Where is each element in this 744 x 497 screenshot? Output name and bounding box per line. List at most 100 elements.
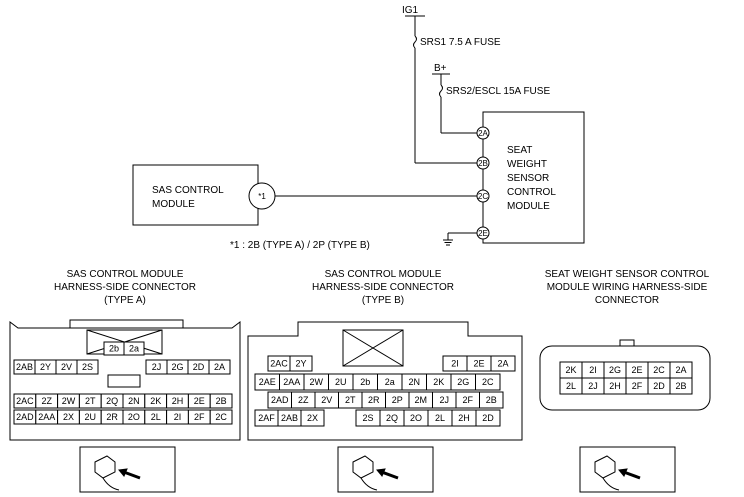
sas-terminal-label: *1	[258, 192, 266, 201]
conn-a-pin-label: 2S	[82, 362, 93, 372]
footnote: *1 : 2B (TYPE A) / 2P (TYPE B)	[230, 240, 370, 251]
conn-b-pin-label: 2C	[482, 377, 494, 387]
conn-b-pin-label: 2Y	[295, 359, 306, 369]
conn-b-pin-label: 2F	[462, 395, 473, 405]
fuse2-label: SRS2/ESCL 15A FUSE	[446, 86, 550, 97]
conn-a-pin-label: 2O	[128, 412, 140, 422]
conn-a-pin-label: 2I	[174, 412, 182, 422]
conn-a-pin-label: 2B	[216, 396, 227, 406]
conn-b-pin-cell	[289, 355, 313, 372]
sas-module-box	[132, 164, 259, 226]
conn-b-caption-3: (TYPE B)	[362, 295, 404, 306]
conn-c-pin-label: 2D	[653, 381, 665, 391]
seat-module-box	[482, 111, 585, 244]
sas-terminal-circle	[248, 182, 276, 210]
conn-a-pin-label: 2A	[214, 362, 225, 372]
conn-b-pin-label: 2L	[435, 413, 445, 423]
seat-module-label-2: WEIGHT	[507, 159, 547, 170]
conn-a-pin-label: 2W	[62, 396, 76, 406]
conn-a-pin-label: 2G	[171, 362, 183, 372]
conn-c-pin-cell	[669, 377, 693, 395]
conn-a-pin-label: 2F	[194, 412, 205, 422]
conn-a-pin-cell	[209, 409, 233, 425]
view-icon-a	[79, 446, 176, 493]
terminal-2b-label: 2B	[478, 159, 488, 168]
conn-a-pin-label: 2a	[129, 344, 139, 354]
conn-b-pin-label: 2K	[433, 377, 444, 387]
conn-a-pin-label: 2D	[193, 362, 205, 372]
conn-c-pin-label: 2I	[589, 365, 597, 375]
terminal-2a-label: 2A	[478, 129, 488, 138]
conn-a-pin-label: 2N	[128, 396, 140, 406]
conn-c-pin-label: 2H	[609, 381, 621, 391]
conn-c-pin-label: 2K	[565, 365, 576, 375]
conn-a-pin-label: 2AB	[16, 362, 33, 372]
conn-a-pin-label: 2X	[63, 412, 74, 422]
sas-module-label-2: MODULE	[152, 199, 195, 210]
conn-b-pin-label: 2G	[457, 377, 469, 387]
conn-b-pin-label: 2O	[410, 413, 422, 423]
conn-b-pin-label: 2Z	[298, 395, 309, 405]
conn-a-pin-label: 2Q	[106, 396, 118, 406]
conn-a-pin-label: 2AD	[16, 412, 34, 422]
conn-b-pin-cell	[300, 409, 325, 427]
conn-a-pin-label: 2T	[85, 396, 96, 406]
conn-b-pin-label: 2Q	[386, 413, 398, 423]
conn-b-shell	[247, 321, 523, 441]
conn-a-pin-label: 2AA	[38, 412, 55, 422]
conn-b-pin-label: 2S	[362, 413, 373, 423]
conn-b-pin-label: 2B	[486, 395, 497, 405]
conn-c-pin-label: 2G	[609, 365, 621, 375]
conn-b-caption-2: HARNESS-SIDE CONNECTOR	[312, 282, 454, 293]
wiring	[275, 15, 478, 246]
conn-c-caption-1: SEAT WEIGHT SENSOR CONTROL	[545, 269, 710, 280]
conn-b-pin-cell	[490, 355, 516, 372]
conn-b-pin-label: 2R	[368, 395, 380, 405]
conn-b-pin-label: 2I	[451, 359, 459, 369]
conn-b-pin-label: 2a	[385, 377, 395, 387]
conn-a-pin-label: 2V	[61, 362, 72, 372]
fuse1-label: SRS1 7.5 A FUSE	[420, 37, 501, 48]
conn-b-pin-label: 2AF	[258, 413, 275, 423]
conn-b-pin-label: 2D	[482, 413, 494, 423]
conn-b-pin-label: 2AC	[270, 359, 288, 369]
conn-a-pin-cell	[123, 341, 145, 356]
conn-a-pin-label: 2K	[150, 396, 161, 406]
conn-b-pin-label: 2U	[335, 377, 347, 387]
conn-a-pin-label: 2Y	[40, 362, 51, 372]
conn-a-pin-label: 2U	[85, 412, 97, 422]
conn-b-pin-label: 2AB	[281, 413, 298, 423]
conn-b-pin-label: 2V	[321, 395, 332, 405]
conn-a-pin-label: 2b	[109, 344, 119, 354]
terminal-2c-circle	[476, 189, 490, 203]
conn-b-pin-label: 2E	[473, 359, 484, 369]
conn-b-pin-label: 2N	[408, 377, 420, 387]
conn-b-pin-label: 2A	[497, 359, 508, 369]
conn-c-pin-label: 2L	[566, 381, 576, 391]
seat-module-label-4: CONTROL	[507, 187, 556, 198]
conn-c-pin-label: 2E	[631, 365, 642, 375]
conn-a-caption-2: HARNESS-SIDE CONNECTOR	[54, 282, 196, 293]
conn-c-pin-label: 2F	[632, 381, 643, 391]
ig1-label: IG1	[402, 5, 419, 16]
conn-a-pin-label: 2Z	[41, 396, 52, 406]
seat-module-label-5: MODULE	[507, 201, 550, 212]
conn-c-pin-label: 2J	[588, 381, 598, 391]
conn-a-pin-cell	[209, 393, 233, 409]
conn-b-pin-label: 2H	[458, 413, 470, 423]
conn-b-pin-label: 2b	[360, 377, 370, 387]
conn-a-pin-label: 2L	[151, 412, 161, 422]
conn-b-pin-label: 2T	[345, 395, 356, 405]
terminal-2a-circle	[476, 126, 490, 140]
conn-c-caption-2: MODULE WIRING HARNESS-SIDE	[547, 282, 708, 293]
conn-c-caption-3: CONNECTOR	[595, 295, 659, 306]
conn-a-pin-cell	[208, 359, 231, 375]
conn-c-shell	[539, 339, 711, 411]
conn-a-pin-cell	[76, 359, 99, 375]
view-icon-b	[337, 446, 434, 493]
conn-b-pin-label: 2AE	[259, 377, 276, 387]
